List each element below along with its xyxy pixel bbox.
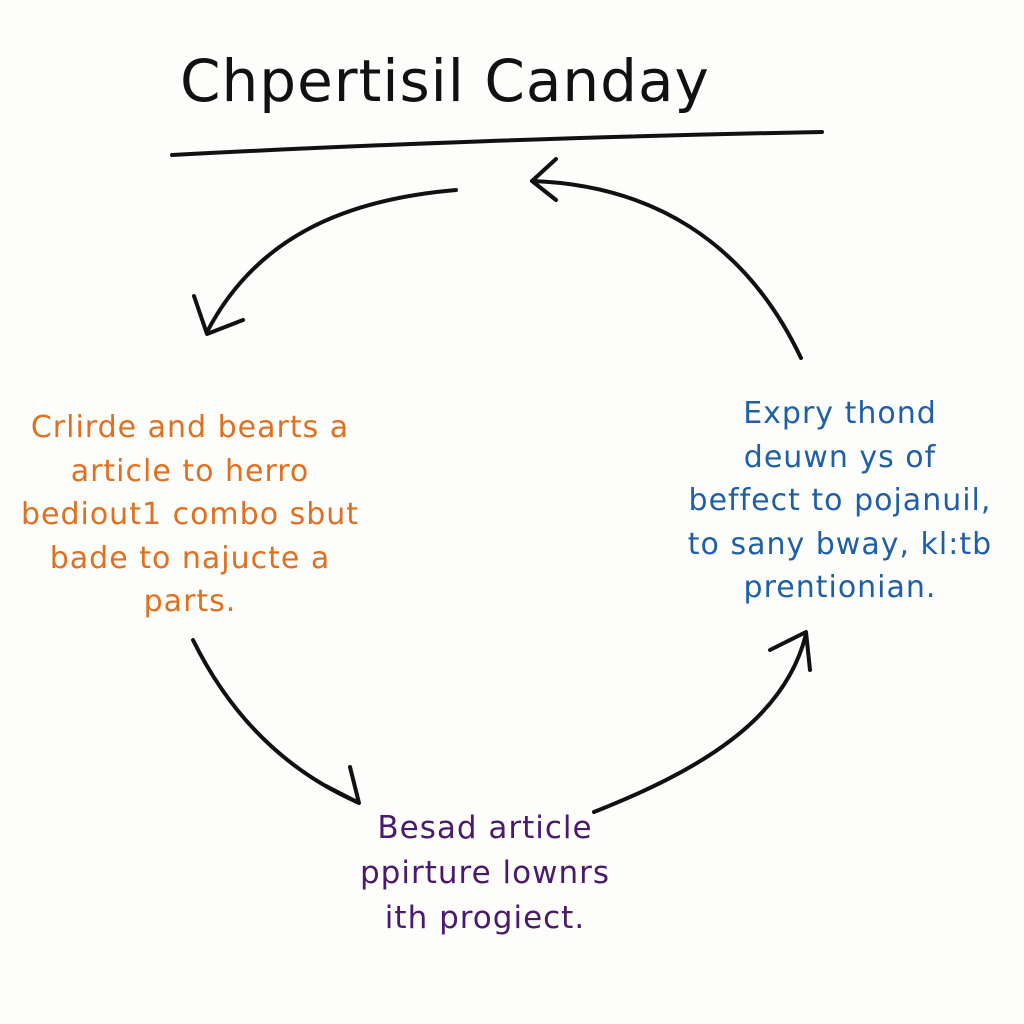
node-left-line: article to herro bbox=[70, 453, 310, 489]
node-right-text: Expry thond deuwn ys of beffect to pojan… bbox=[670, 392, 1010, 610]
arrow-left-to-bottom bbox=[191, 638, 359, 804]
arrowhead-bottom-to-right bbox=[768, 630, 812, 672]
node-left-text: Crlirde and bearts a article to herro be… bbox=[10, 406, 370, 624]
arrowhead-right-to-top bbox=[530, 157, 558, 202]
node-left-line: parts. bbox=[143, 584, 237, 619]
arrow-bottom-to-right bbox=[592, 632, 808, 814]
arrow-top-to-left bbox=[205, 188, 458, 334]
node-bottom-text: Besad article ppirture lownrs ith progie… bbox=[340, 806, 630, 941]
node-bottom-line: Besad article bbox=[377, 810, 593, 846]
node-right-line: beffect to pojanuil, bbox=[688, 483, 992, 518]
node-left-line: bade to najucte a bbox=[49, 540, 331, 576]
node-right-line: deuwn ys of bbox=[743, 439, 937, 475]
node-bottom-line: ppirture lownrs bbox=[360, 854, 610, 891]
arrowhead-top-to-left bbox=[192, 294, 245, 336]
node-right-line: Expry thond bbox=[743, 396, 937, 431]
title-underline bbox=[170, 130, 824, 157]
arrow-right-to-top bbox=[530, 179, 803, 360]
node-right-line: to sany bway, kl:tb bbox=[687, 526, 993, 562]
arrowhead-left-to-bottom bbox=[324, 765, 361, 805]
node-right-line: prentionian. bbox=[743, 570, 937, 605]
node-left-line: bediout1 combo sbut bbox=[20, 497, 360, 532]
node-bottom-line: ith progiect. bbox=[384, 899, 586, 936]
node-left-line: Crlirde and bearts a bbox=[30, 410, 350, 445]
diagram-title: Chpertisil Canday bbox=[180, 47, 710, 115]
